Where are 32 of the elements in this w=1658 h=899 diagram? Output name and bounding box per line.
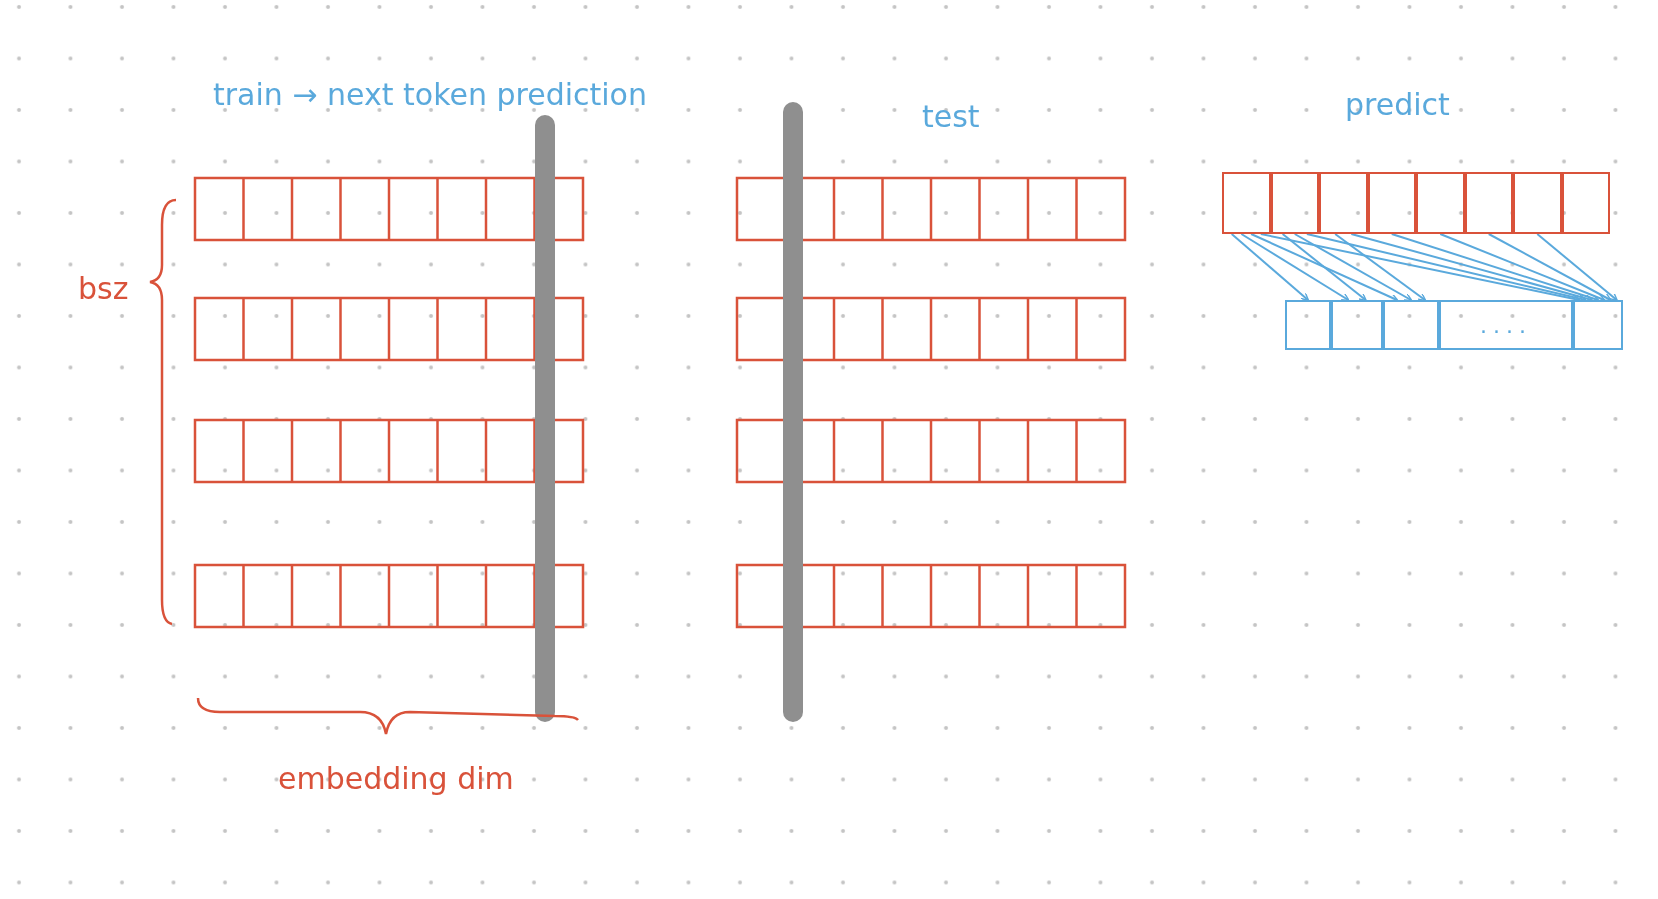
arrow: [1439, 233, 1606, 302]
arrow: [1259, 233, 1581, 303]
arrow: [1536, 233, 1618, 302]
token-cell: [1561, 172, 1610, 234]
token-cell: [1319, 172, 1368, 234]
section-title: test: [922, 100, 980, 133]
arrow: [1281, 233, 1367, 302]
output-box: [1285, 300, 1331, 350]
arrow: [1305, 233, 1587, 303]
token-cell: [1270, 172, 1319, 234]
arrow: [1293, 233, 1413, 302]
token-cell: [1367, 172, 1416, 234]
axis-label: embedding dim: [278, 762, 514, 795]
arrow: [1390, 233, 1600, 303]
output-box: [1383, 300, 1439, 350]
arrow: [1350, 233, 1594, 303]
section-title: train → next token prediction: [213, 78, 647, 111]
section-title: predict: [1345, 88, 1450, 121]
output-box: [1439, 300, 1573, 350]
output-box: [1331, 300, 1383, 350]
arrow: [1240, 233, 1350, 302]
arrow: [1230, 233, 1310, 302]
arrow: [1250, 233, 1399, 302]
arrow: [1487, 233, 1612, 302]
token-cell: [1222, 172, 1271, 234]
ellipsis-text: ....: [1480, 312, 1532, 338]
output-box: [1573, 300, 1623, 350]
token-cell: [1464, 172, 1513, 234]
token-cell: [1513, 172, 1562, 234]
axis-label: bsz: [78, 272, 129, 305]
arrow: [1334, 233, 1427, 302]
token-cell: [1416, 172, 1465, 234]
